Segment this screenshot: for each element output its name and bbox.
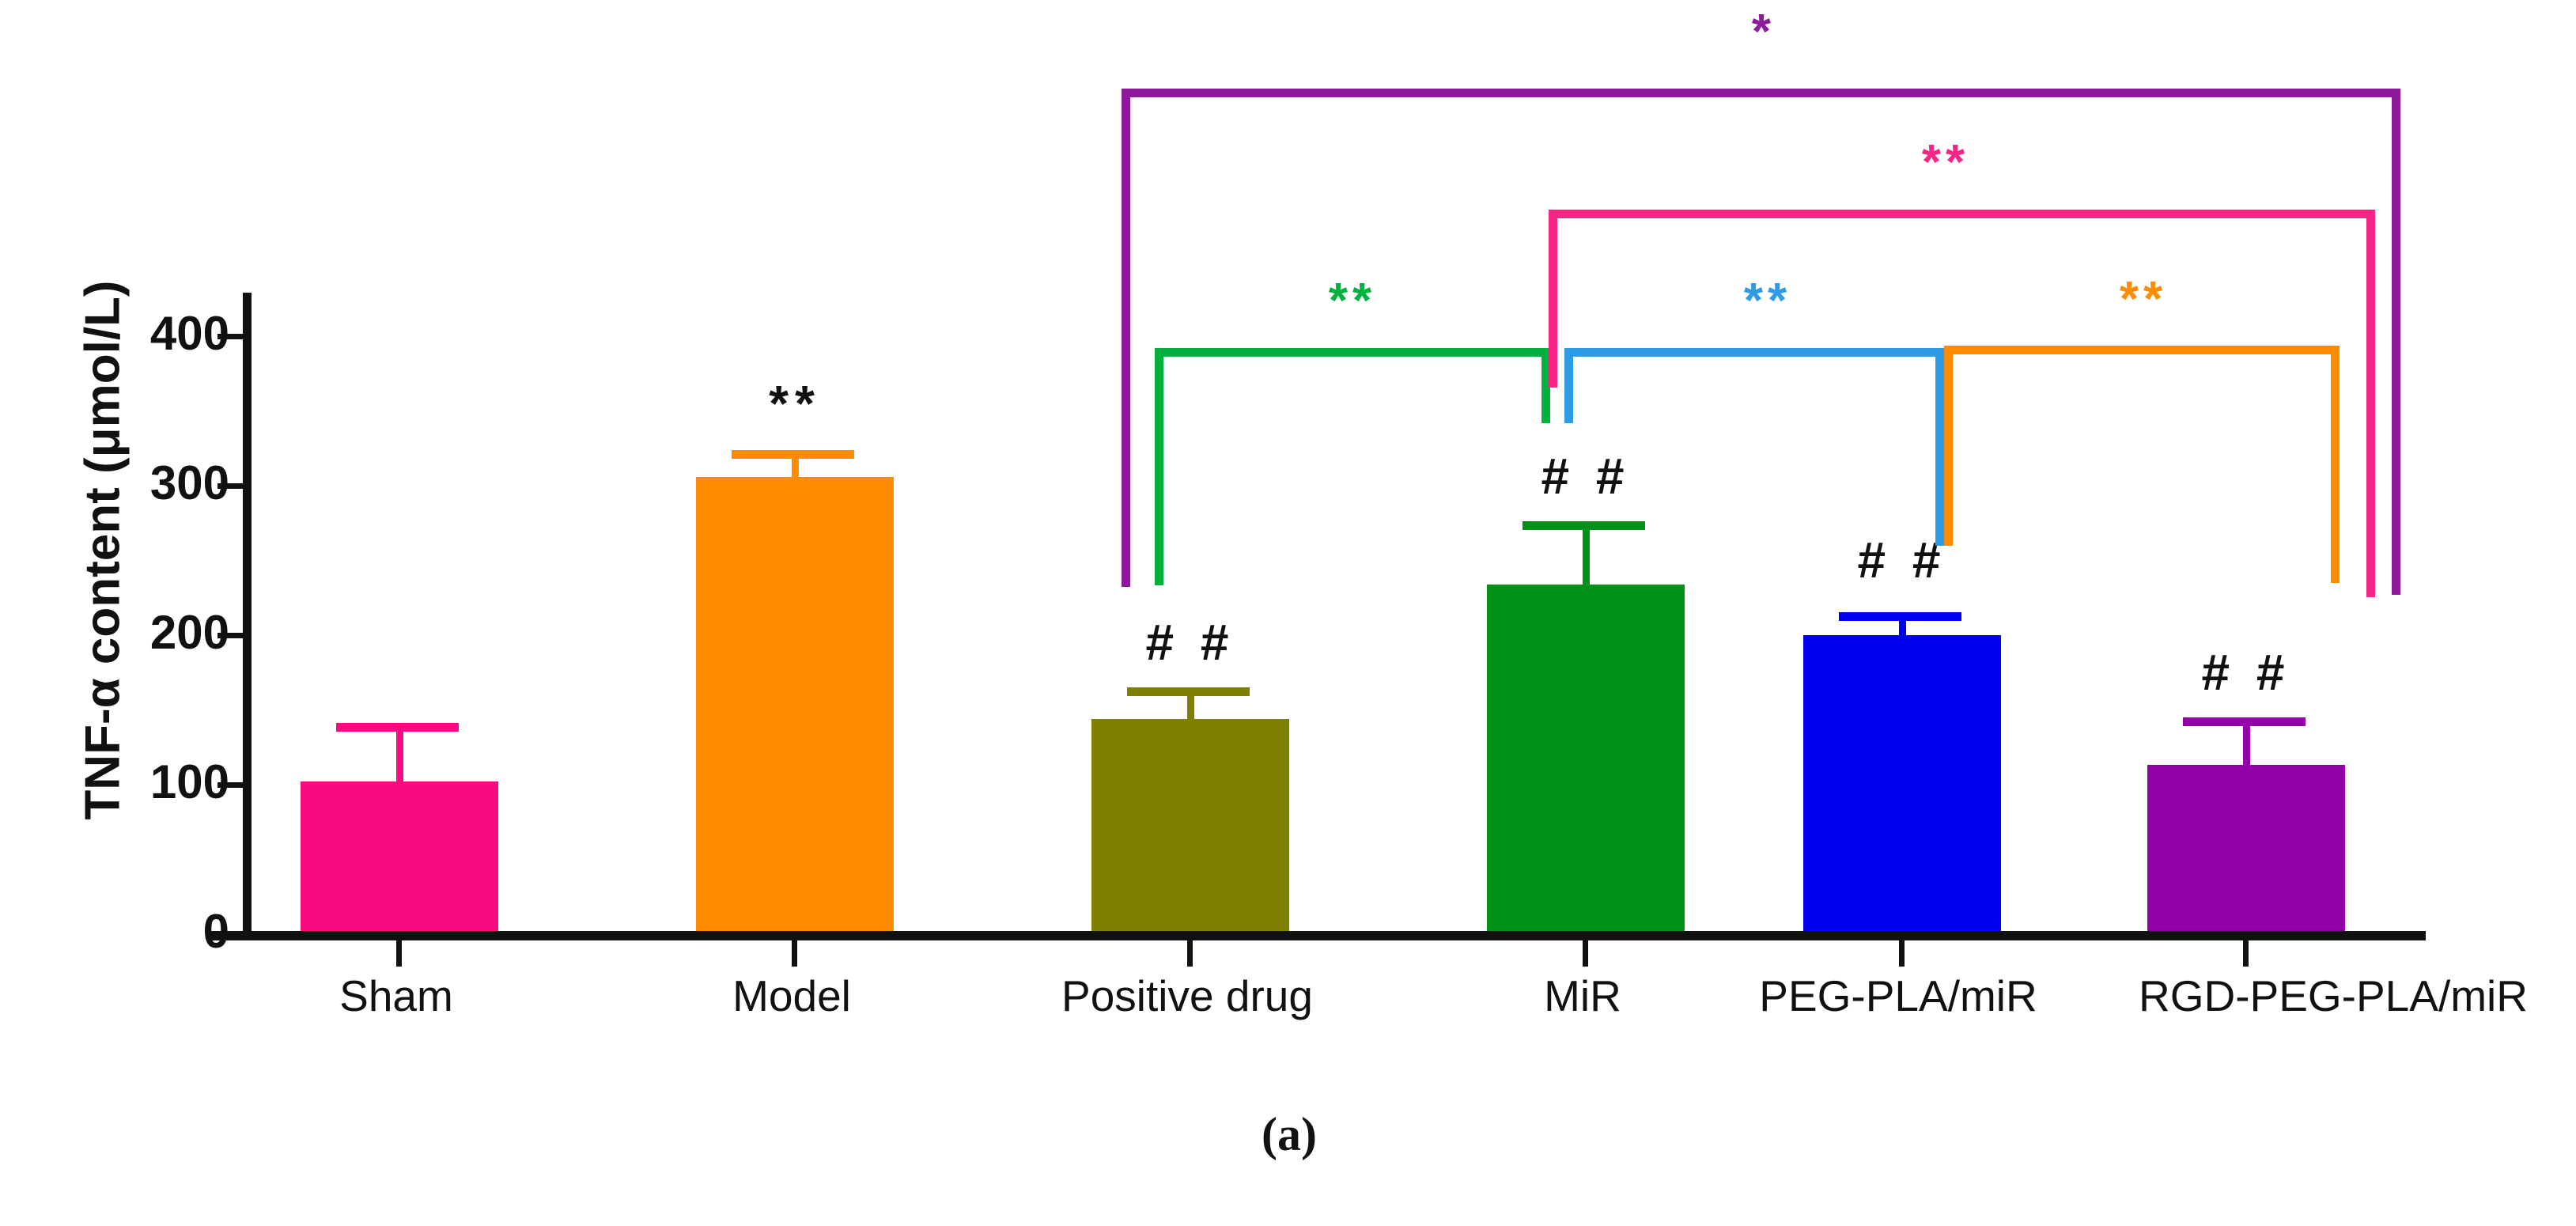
error-bar-cap-mir (1523, 521, 1645, 530)
bracket-pink-top (1549, 210, 2375, 218)
error-bar-cap-model (732, 450, 854, 459)
x-tick-mark-rgd-peg-pla-mir (2243, 940, 2249, 967)
sig-mark-rgd-peg-pla-mir: # # (2201, 644, 2291, 701)
x-axis-line (211, 931, 2426, 940)
sig-mark-positive-drug: # # (1145, 614, 1235, 671)
error-bar-stem-mir (1583, 524, 1590, 586)
bracket-green-right-arm (1541, 348, 1550, 423)
x-tick-label-positive-drug: Positive drug (1061, 971, 1313, 1020)
bracket-blue-top (1564, 348, 1944, 357)
bracket-purple-top (1122, 89, 2400, 97)
x-tick-label-model: Model (732, 971, 851, 1020)
bracket-orange-top (1944, 346, 2340, 354)
y-tick-mark-200 (218, 633, 243, 638)
x-tick-mark-mir (1583, 940, 1588, 967)
sig-mark-mir: # # (1541, 448, 1631, 505)
bracket-orange-label: ** (2119, 272, 2168, 327)
x-tick-label-peg-pla-mir: PEG-PLA/miR (1759, 971, 2037, 1020)
bracket-purple-label: * (1751, 5, 1776, 59)
y-tick-mark-300 (218, 483, 243, 489)
y-tick-label-300: 300 (149, 456, 229, 509)
bracket-pink-left-arm (1549, 210, 1557, 388)
bracket-purple-right-arm (2392, 89, 2400, 595)
error-bar-stem-sham (396, 726, 403, 783)
error-bar-stem-rgd-peg-pla-mir (2243, 721, 2250, 766)
y-tick-mark-100 (218, 782, 243, 788)
error-bar-cap-positive-drug (1127, 687, 1250, 696)
bracket-blue-label: ** (1743, 274, 1792, 328)
x-tick-label-mir: MiR (1544, 971, 1621, 1020)
bracket-purple-left-arm (1122, 89, 1130, 587)
bracket-pink-label: ** (1921, 135, 1970, 190)
bar-mir[interactable] (1487, 585, 1685, 931)
bracket-green-label: ** (1328, 274, 1377, 328)
y-tick-label-400: 400 (149, 307, 229, 360)
sig-mark-peg-pla-mir: # # (1857, 532, 1947, 588)
panel-caption: (a) (1262, 1108, 1317, 1160)
error-bar-cap-sham (336, 723, 459, 732)
x-tick-mark-peg-pla-mir (1899, 940, 1905, 967)
x-tick-mark-positive-drug (1187, 940, 1193, 967)
y-tick-label-0: 0 (47, 908, 229, 955)
bracket-pink-right-arm (2366, 210, 2375, 597)
bar-peg-pla-mir[interactable] (1803, 635, 2001, 931)
sig-mark-model: ** (769, 375, 821, 432)
bar-rgd-peg-pla-mir[interactable] (2147, 765, 2345, 931)
bar-model[interactable] (696, 477, 894, 931)
x-tick-label-rgd-peg-pla-mir: RGD-PEG-PLA/miR (2139, 971, 2528, 1020)
bracket-orange-left-arm (1944, 346, 1953, 546)
bracket-orange-right-arm (2331, 346, 2340, 583)
error-bar-cap-peg-pla-mir (1839, 612, 1961, 621)
x-tick-label-sham: Sham (339, 971, 453, 1020)
error-bar-cap-rgd-peg-pla-mir (2183, 717, 2306, 726)
bracket-blue-left-arm (1564, 348, 1573, 423)
error-bar-stem-positive-drug (1187, 691, 1194, 721)
bar-sham[interactable] (301, 781, 498, 931)
bracket-green-left-arm (1155, 348, 1163, 585)
bracket-green-top (1155, 348, 1550, 357)
x-tick-mark-model (792, 940, 797, 967)
error-bar-stem-peg-pla-mir (1899, 615, 1906, 637)
bracket-blue-right-arm (1935, 348, 1944, 546)
y-tick-label-100: 100 (149, 755, 229, 808)
x-tick-mark-sham (396, 940, 402, 967)
y-axis-line (243, 293, 252, 940)
y-tick-label-200: 200 (149, 606, 229, 659)
y-tick-mark-400 (218, 334, 243, 339)
error-bar-stem-model (792, 453, 799, 479)
bar-positive-drug[interactable] (1091, 719, 1289, 931)
